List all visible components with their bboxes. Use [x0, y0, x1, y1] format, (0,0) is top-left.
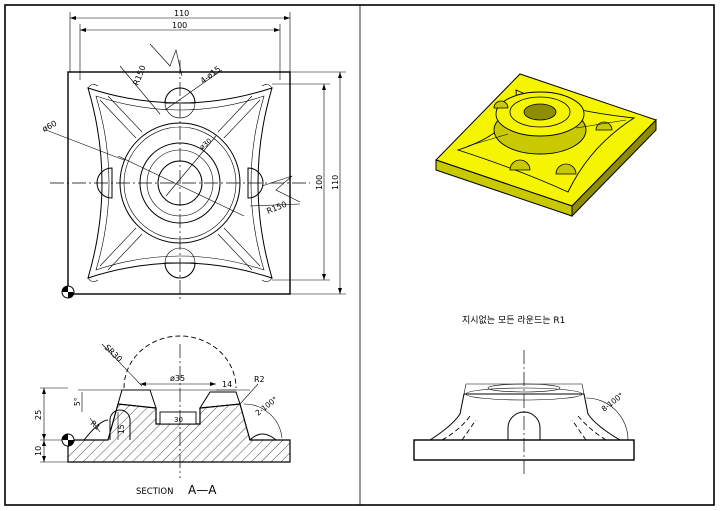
- label-10: 10: [34, 446, 43, 456]
- label-30: 30: [174, 416, 183, 424]
- isometric-view: [435, 73, 657, 218]
- label-sr30: SR30: [103, 343, 124, 364]
- label-r2: R2: [254, 375, 265, 384]
- label-r1: R1: [89, 419, 103, 432]
- label-d35: ø35: [170, 374, 185, 383]
- label-holes: 4-ø15: [199, 64, 223, 85]
- sheet-border: [4, 4, 715, 506]
- section-view: ø35 14 R2 SR30 2-100° 25 10 5° R1 30 15: [34, 335, 291, 497]
- label-15: 15: [117, 424, 126, 434]
- label-r150-right: R150: [265, 200, 288, 216]
- label-angle-front: 8-100°: [600, 391, 626, 414]
- iso-plate-right-side: [571, 118, 657, 218]
- general-note: 지시없는 모든 라운드는 R1: [462, 315, 565, 326]
- iso-boss-hole: [523, 103, 557, 121]
- hole-right: [247, 167, 264, 199]
- dim-inner-width: 100: [172, 21, 187, 30]
- label-r150-top: R150: [132, 64, 148, 87]
- top-view: 110 100: [41, 9, 346, 300]
- label-d30: ø30: [198, 137, 213, 152]
- section-caption-prefix: SECTION: [136, 487, 173, 497]
- dim-overall-height: 110: [331, 175, 340, 190]
- label-5deg: 5°: [73, 397, 82, 406]
- hole-left: [96, 167, 113, 199]
- dim-inner-height: 100: [315, 175, 324, 190]
- front-view: 8-100°: [413, 350, 635, 474]
- dim-overall-width: 110: [174, 9, 189, 18]
- label-25: 25: [34, 410, 43, 420]
- label-14: 14: [222, 380, 232, 389]
- section-caption-letters: A—A: [188, 483, 217, 497]
